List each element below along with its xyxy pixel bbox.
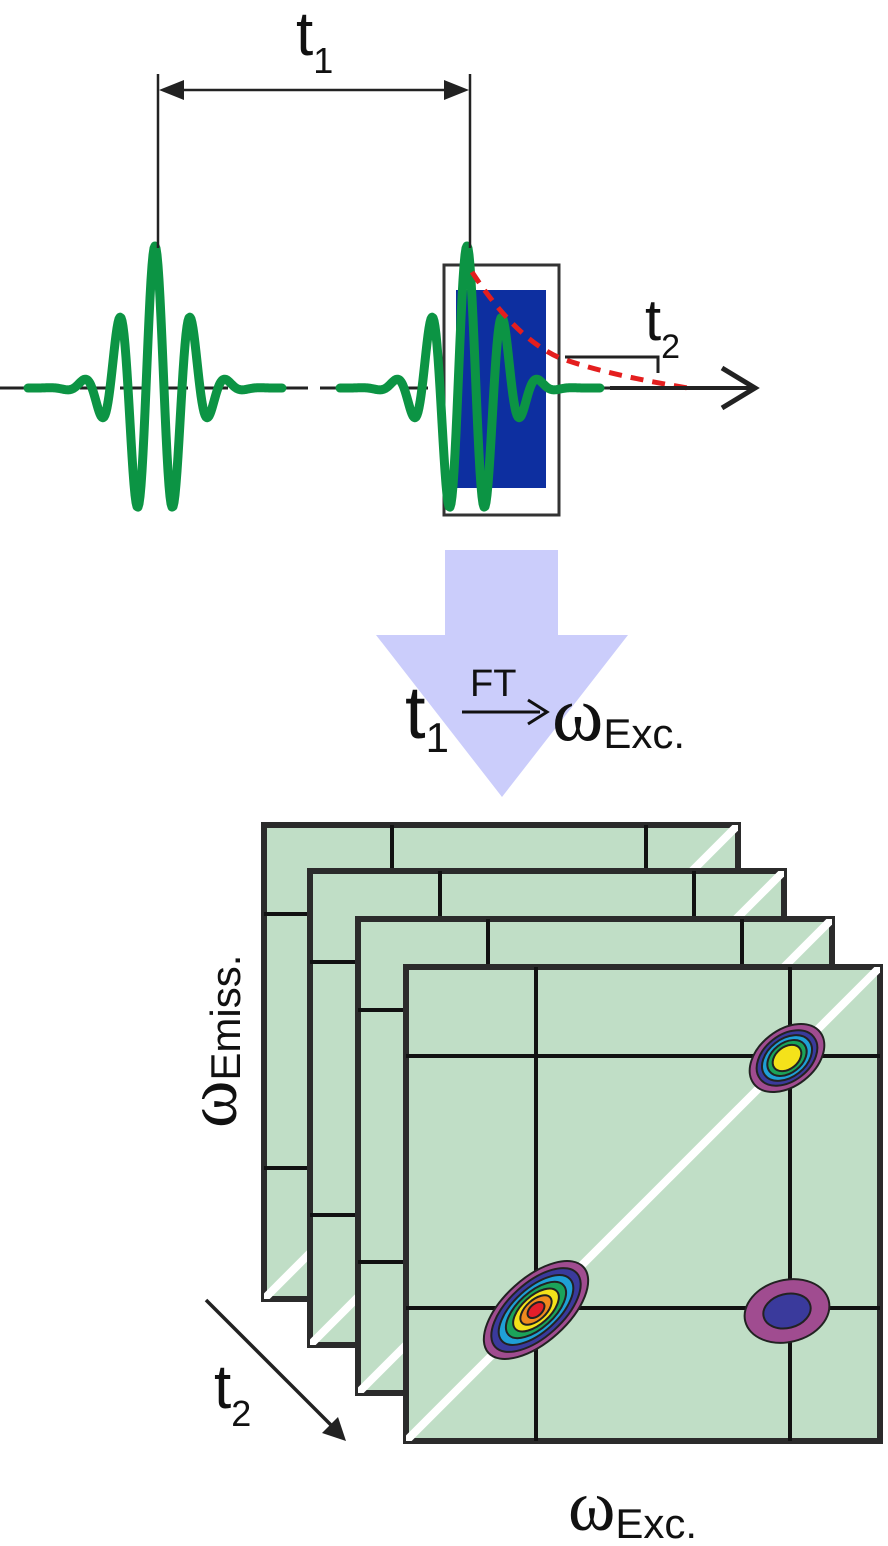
time-arrow-head <box>720 365 760 411</box>
ft-to-label: ωExc. <box>552 670 685 757</box>
t1-arrowhead-right <box>444 80 469 100</box>
big-down-arrow <box>376 550 628 797</box>
t2-stack-arrow <box>204 1298 338 1432</box>
diagonal-peak-high <box>748 1023 826 1093</box>
ft-label: FT <box>470 663 516 705</box>
pulse-2 <box>335 241 605 512</box>
fourier-transform-arrow: t1 FT ωExc. <box>376 550 685 797</box>
pulse-1 <box>23 241 287 512</box>
t2-bracket <box>565 355 660 373</box>
t2-label: t2 <box>645 288 680 366</box>
t2-stack-label: t2 <box>214 1353 251 1434</box>
t2-stack-arrowhead <box>322 1417 346 1441</box>
signal-decay-line <box>469 270 689 391</box>
spectrum-panel-front <box>403 964 883 1444</box>
cross-peak <box>743 1278 831 1344</box>
spectra-stack: ωEmiss. ωExc. t2 <box>172 822 883 1546</box>
y-axis-label: ωEmiss. <box>172 955 252 1128</box>
ft-from-label: t1 <box>405 671 449 761</box>
diagonal-peak-low <box>482 1260 590 1360</box>
pulse-sequence: t1 t2 <box>0 0 760 517</box>
x-axis-label: ωExc. <box>568 1466 697 1546</box>
t1-label: t1 <box>296 0 333 81</box>
t1-arrowhead-left <box>159 80 184 100</box>
ft-arrow-head <box>527 698 550 726</box>
